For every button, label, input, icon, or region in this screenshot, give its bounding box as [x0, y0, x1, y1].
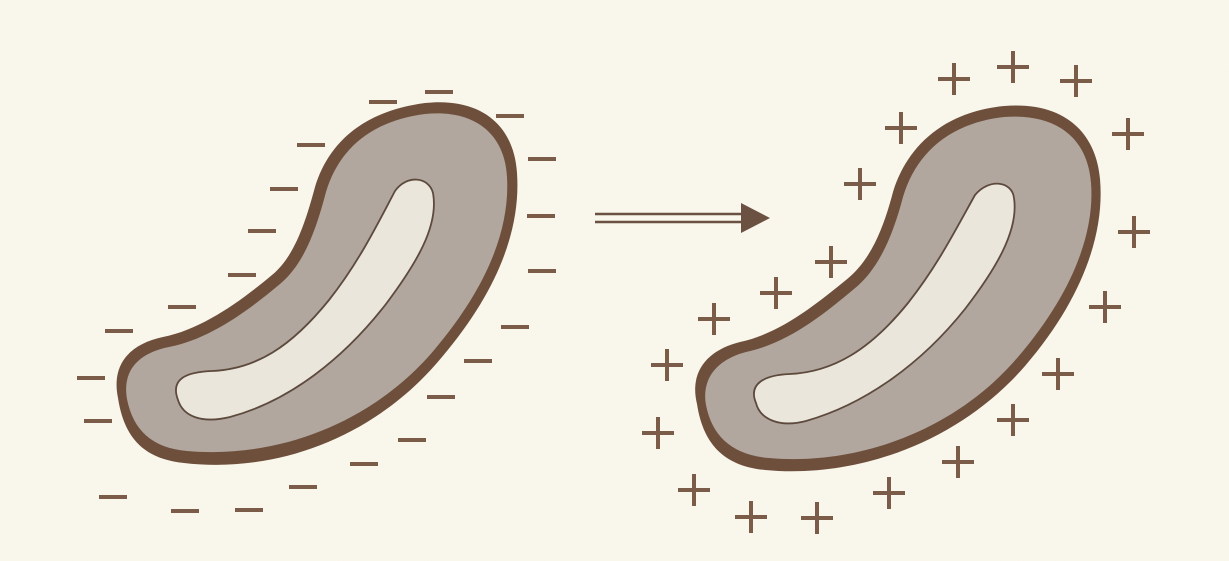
bacterium-charge-diagram	[0, 0, 1229, 561]
diagram-canvas	[0, 0, 1229, 561]
